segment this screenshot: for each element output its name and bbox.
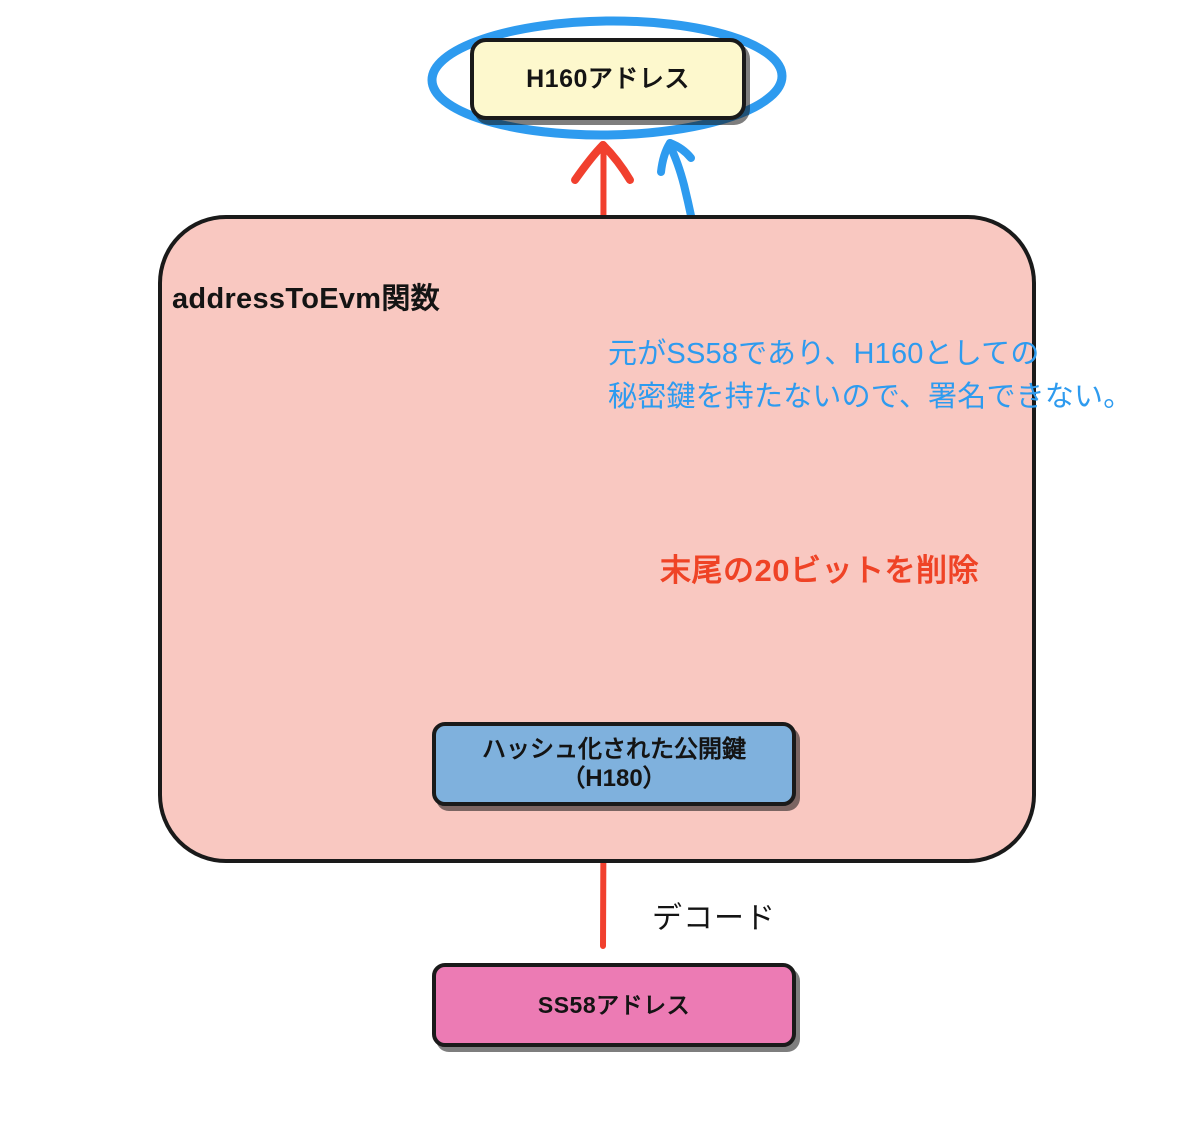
node-ss58-label: SS58アドレス — [537, 991, 691, 1018]
decode-step-label: デコード — [652, 902, 776, 935]
node-hashed-public-key: ハッシュ化された公開鍵 （H180） — [432, 722, 796, 806]
blue-annotation-line1: 元がSS58であり、H160としての — [608, 338, 1040, 370]
address-to-evm-label: addressToEvm関数 — [172, 283, 440, 315]
node-ss58-address: SS58アドレス — [432, 963, 796, 1047]
blue-annotation-note: 元がSS58であり、H160としての 秘密鍵を持たないので、署名できない。 — [608, 333, 1132, 419]
node-hashed-label-line2: （H180） — [561, 765, 667, 792]
node-h160-address: H160アドレス — [470, 38, 746, 120]
node-hashed-label-line1: ハッシュ化された公開鍵 — [482, 735, 746, 763]
node-h160-label: H160アドレス — [526, 64, 690, 93]
red-annotation-note: 末尾の20ビットを削除 — [660, 553, 979, 588]
blue-annotation-line2: 秘密鍵を持たないので、署名できない。 — [608, 380, 1133, 413]
